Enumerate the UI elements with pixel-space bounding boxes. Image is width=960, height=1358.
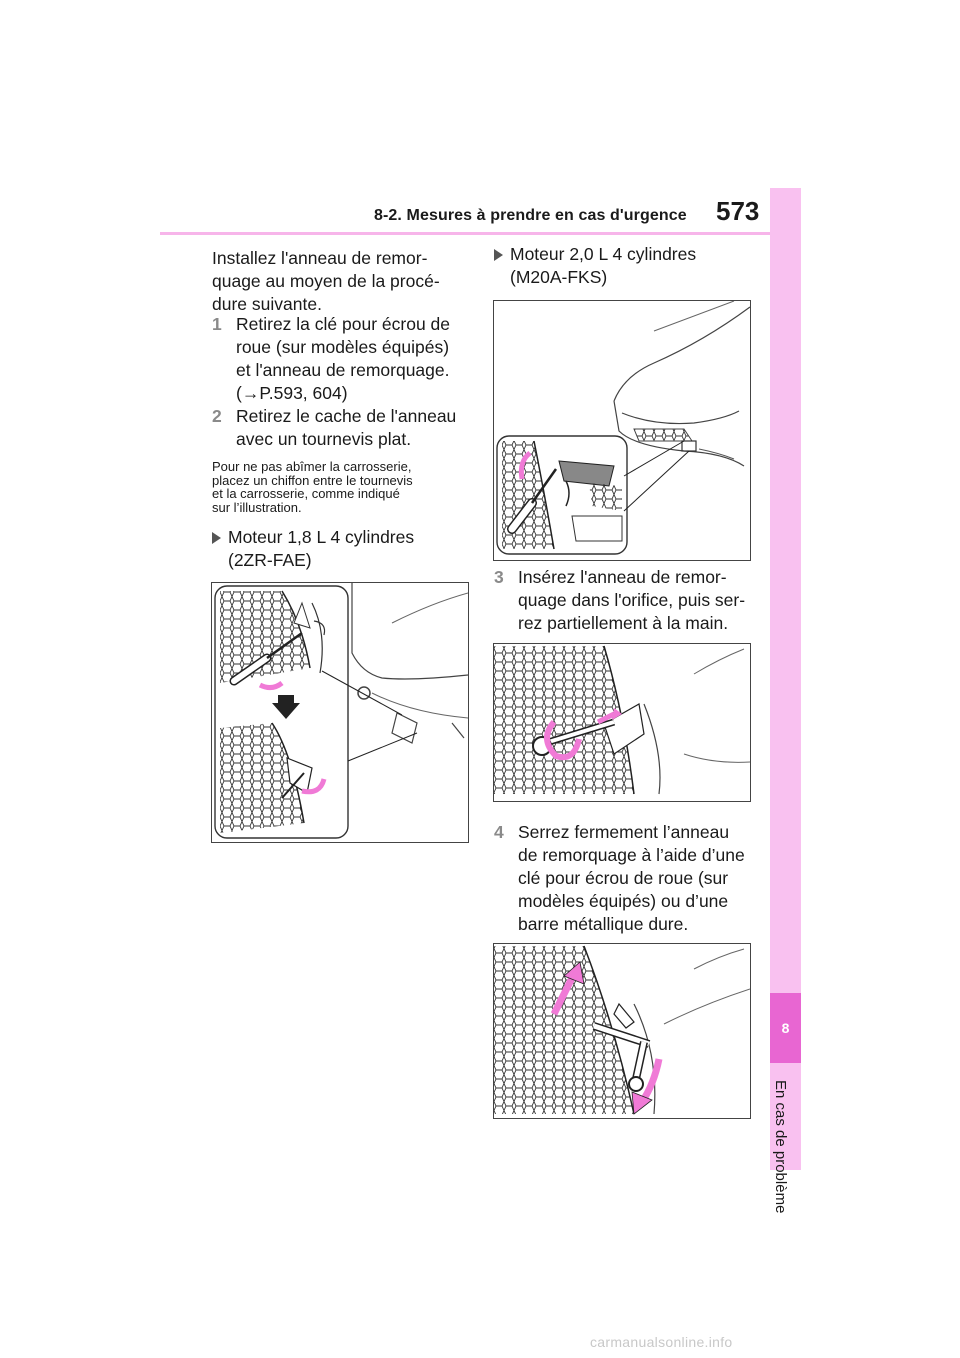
step-number: 2 <box>212 406 222 426</box>
figure-insert-towing-eye <box>493 643 751 802</box>
page-number: 573 <box>716 196 760 226</box>
step-number: 3 <box>494 567 504 587</box>
footer-watermark: carmanualsonline.info <box>590 1334 733 1350</box>
chapter-number: 8 <box>770 993 801 1063</box>
figure-cover-removal-2zr <box>211 582 469 843</box>
section-title: 8-2. Mesures à prendre en cas d'urgence <box>374 207 687 224</box>
step-number: 1 <box>212 314 222 334</box>
bullet-triangle-icon <box>212 532 221 544</box>
bullet-triangle-icon <box>494 249 503 261</box>
caution-note: Pour ne pas abîmer la carrosserie, place… <box>212 459 413 515</box>
intro-text: Installez l'anneau de remor- quage au mo… <box>212 248 440 314</box>
chapter-label: En cas de problème <box>772 1080 789 1214</box>
header-rule <box>160 232 770 235</box>
step-number: 4 <box>494 822 504 842</box>
figure-tighten-towing-eye <box>493 943 751 1119</box>
figure-cover-removal-m20a <box>493 300 751 561</box>
